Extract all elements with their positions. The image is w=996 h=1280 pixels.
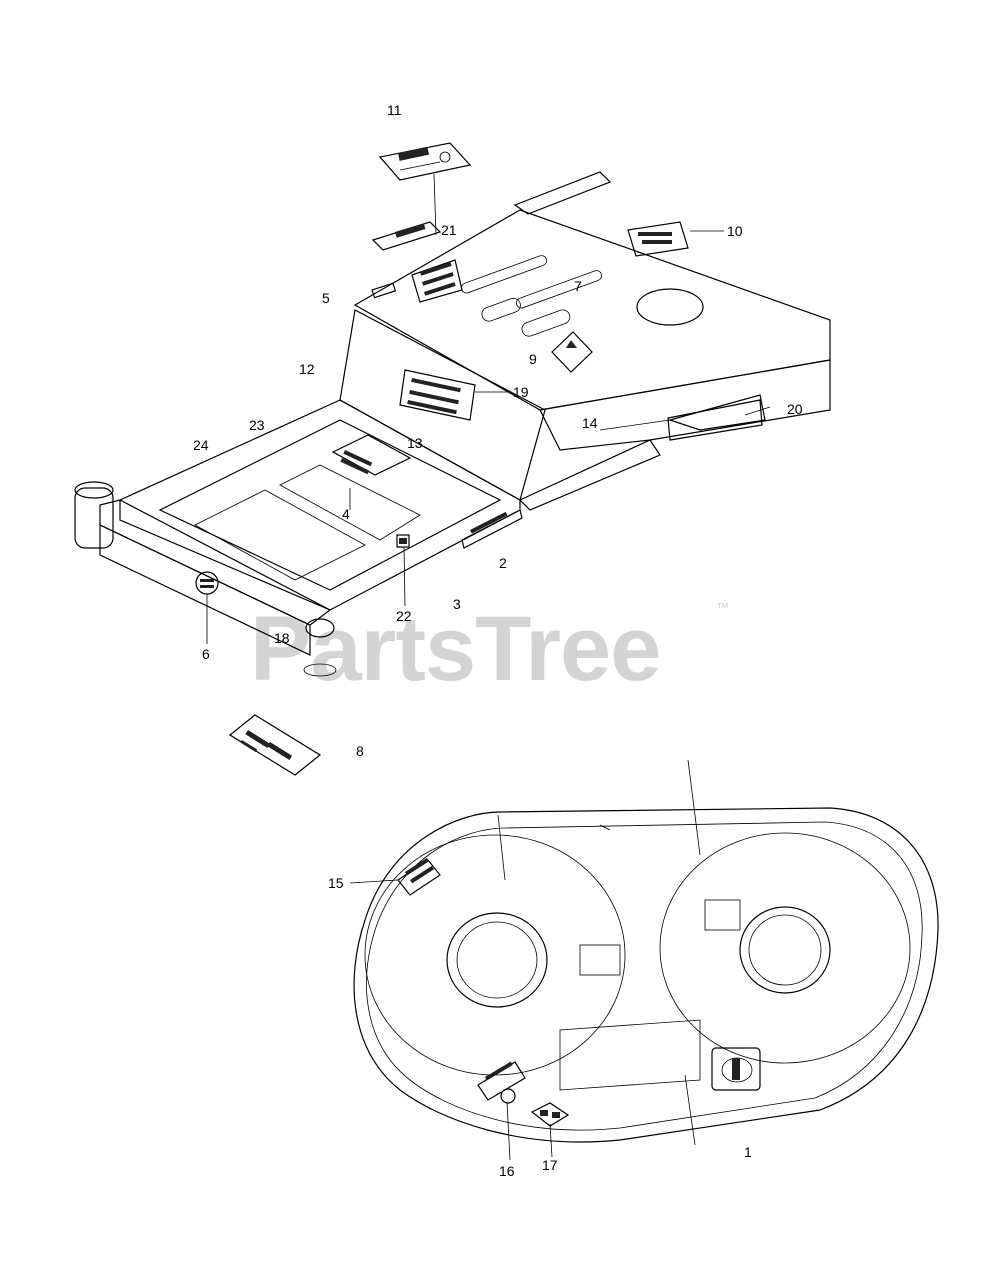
trademark-symbol: ™ [716, 600, 729, 615]
callout-11: 11 [387, 102, 402, 118]
callout-7: 7 [574, 278, 582, 294]
decal-part-13 [331, 434, 412, 476]
callout-10: 10 [727, 223, 743, 239]
callout-23: 23 [249, 417, 265, 433]
callout-21: 21 [441, 222, 457, 238]
decal-part-20 [667, 399, 763, 441]
decal-part-17 [530, 1102, 570, 1127]
callout-16: 16 [499, 1163, 515, 1179]
chassis-frame [74, 171, 831, 677]
callout-4: 4 [342, 506, 350, 522]
decal-part-19 [399, 369, 476, 421]
callout-9: 9 [529, 351, 537, 367]
decal-part-11 [378, 142, 472, 181]
callout-8: 8 [356, 743, 364, 759]
deck-height-decal [711, 1047, 761, 1091]
decal-part-21 [371, 221, 442, 251]
callout-22: 22 [396, 608, 412, 624]
decal-part-15 [397, 857, 441, 896]
callout-20: 20 [787, 401, 803, 417]
callout-19: 19 [513, 384, 529, 400]
decal-part-brand-plate [461, 509, 523, 549]
watermark-text: PartsTree [250, 598, 660, 700]
callout-6: 6 [202, 646, 210, 662]
decal-part-9 [551, 331, 593, 373]
callout-24: 24 [193, 437, 209, 453]
callout-15: 15 [328, 875, 344, 891]
decal-part-10 [627, 221, 689, 257]
callout-13: 13 [407, 435, 423, 451]
decal-part-8 [228, 714, 322, 776]
decal-part-5 [371, 282, 397, 299]
callout-12: 12 [299, 361, 315, 377]
callout-3: 3 [453, 596, 461, 612]
callout-17: 17 [542, 1157, 558, 1173]
callout-5: 5 [322, 290, 330, 306]
callout-labels: 11 21 10 5 7 12 9 19 20 23 24 14 13 4 2 … [193, 102, 803, 1179]
callout-1: 1 [744, 1144, 752, 1160]
callout-18: 18 [274, 630, 290, 646]
mower-deck [353, 759, 939, 1146]
decal-part-22 [396, 534, 410, 548]
decal-part-16 [477, 1061, 526, 1104]
leader-lines [206, 173, 771, 1161]
decal-part-7 [411, 259, 463, 303]
callout-14: 14 [582, 415, 598, 431]
callout-2: 2 [499, 555, 507, 571]
